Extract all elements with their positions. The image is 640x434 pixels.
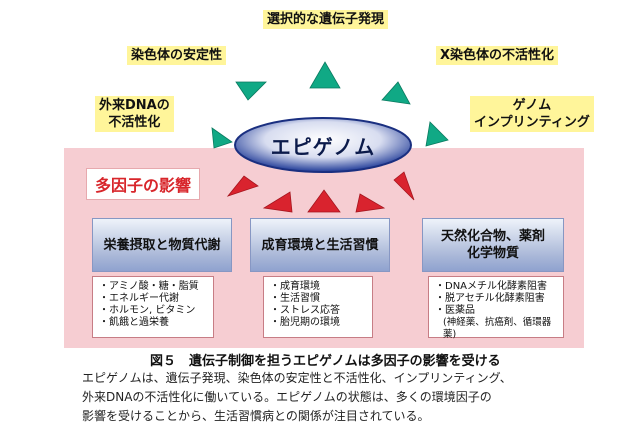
list-item: ストレス応答 (270, 305, 366, 317)
factor-box-nutrition: 栄養摂取と物質代謝 (92, 218, 232, 272)
label-foreign-dna-inactivation: 外来DNAの 不活性化 (95, 96, 174, 132)
list-item: 胎児期の環境 (270, 317, 366, 329)
list-item: アミノ酸・糖・脂質 (99, 281, 207, 293)
multifactor-title: 多因子の影響 (86, 168, 201, 200)
label-imprinting-line2: インプリンティング (474, 115, 590, 130)
list-item: ホルモン, ビタミン (99, 305, 207, 317)
triangle-left (211, 127, 233, 149)
list-item: エネルギー代謝 (99, 293, 207, 305)
label-imprinting-line1: ゲノム (512, 98, 552, 113)
list-nutrition: アミノ酸・糖・脂質 エネルギー代謝 ホルモン, ビタミン 飢餓と過栄養 (92, 276, 214, 338)
list-chemicals: DNAメチル化酵素阻害 脱アセチル化酵素阻害 医薬品 (神経薬、抗癌剤、循環器薬… (428, 276, 564, 340)
factor-title-environment: 成育環境と生活習慣 (261, 237, 379, 253)
label-foreign-dna-line2: 不活性化 (108, 115, 161, 130)
epigenome-ellipse (234, 117, 412, 173)
caption-line: エピゲノムは、遺伝子発現、染色体の安定性と不活性化、インプリンティング、 (82, 371, 512, 385)
triangle-right (425, 121, 449, 147)
factor-title-nutrition: 栄養摂取と物質代謝 (103, 237, 221, 253)
factor-box-chemicals: 天然化合物、薬剤 化学物質 (422, 218, 564, 272)
triangle-bottom-right (355, 193, 386, 213)
list-item: 脱アセチル化酵素阻害 (435, 293, 557, 305)
label-chromosome-stability: 染色体の安定性 (127, 46, 227, 65)
factor-box-environment: 成育環境と生活習慣 (250, 218, 390, 272)
list-item: 医薬品 (435, 305, 557, 317)
triangle-bottom-center (307, 189, 341, 213)
list-item: 生活習慣 (270, 293, 366, 305)
triangle-upper-left (235, 81, 267, 101)
factor-title-chemicals-line1: 天然化合物、薬剤 (440, 229, 545, 244)
figure-caption-body: エピゲノムは、遺伝子発現、染色体の安定性と不活性化、インプリンティング、 外来D… (82, 369, 582, 426)
list-subitem: (神経薬、抗癌剤、循環器薬) (443, 317, 552, 340)
label-x-chromosome-inactivation: X染色体の不活性化 (436, 46, 559, 65)
list-item: DNAメチル化酵素阻害 (435, 281, 557, 293)
triangle-upper-right (381, 81, 411, 105)
triangle-bottom-left (262, 191, 293, 213)
list-item: 成育環境 (270, 281, 366, 293)
caption-line: 影響を受けることから、生活習慣病との関係が注目されている。 (82, 409, 430, 423)
label-foreign-dna-line1: 外来DNAの (99, 98, 170, 113)
figure-caption-title: 図５ 遺伝子制御を担うエピゲノムは多因子の影響を受ける (150, 354, 501, 369)
label-selective-gene-expression: 選択的な遺伝子発現 (263, 10, 389, 29)
factor-title-chemicals-line2: 化学物質 (466, 246, 519, 261)
epigenome-label: エピゲノム (270, 134, 376, 159)
caption-line: 外来DNAの不活性化に働いている。エピゲノムの状態は、多くの環境因子の (82, 390, 492, 404)
list-environment: 成育環境 生活習慣 ストレス応答 胎児期の環境 (263, 276, 373, 338)
triangle-lower-left (226, 175, 259, 197)
triangle-top (309, 61, 341, 89)
triangle-lower-right (393, 171, 415, 201)
label-genome-imprinting: ゲノム インプリンティング (470, 96, 594, 132)
list-item: 飢餓と過栄養 (99, 317, 207, 329)
